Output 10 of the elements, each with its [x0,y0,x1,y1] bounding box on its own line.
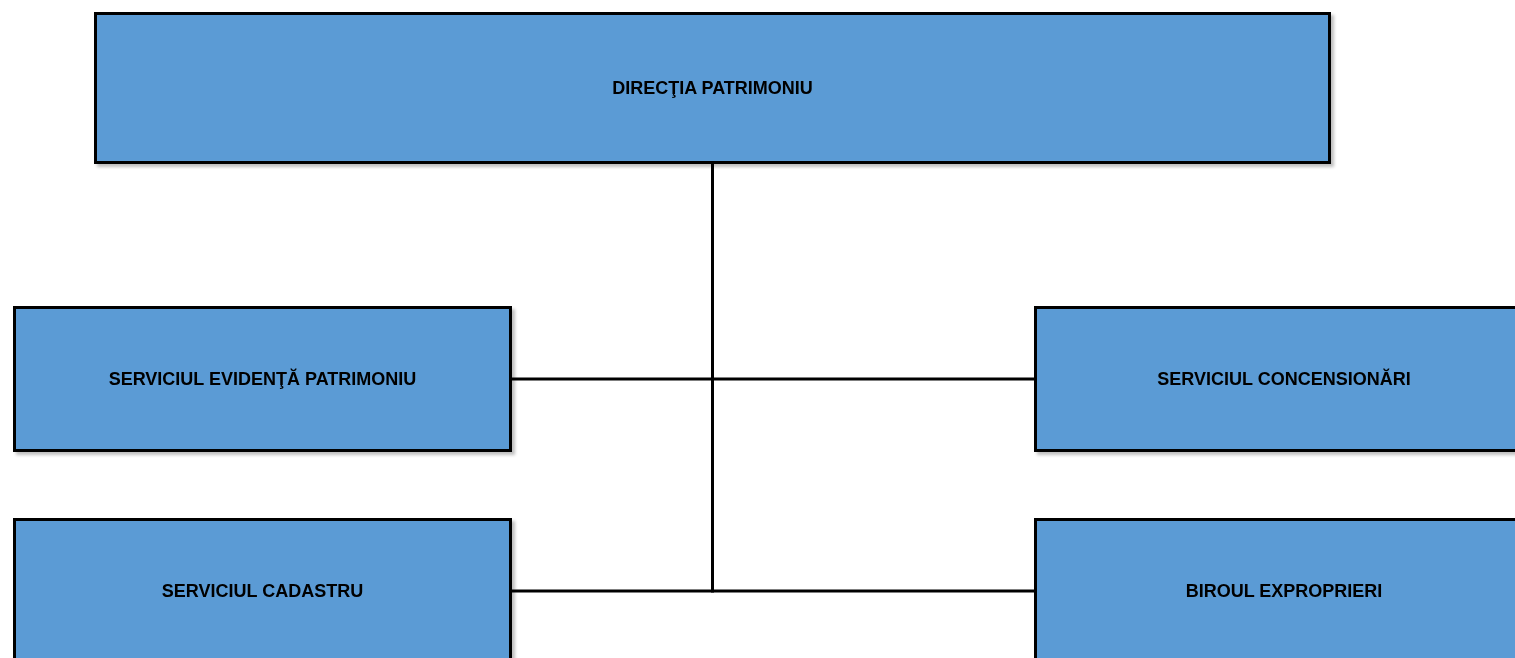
unit-name: BIROUL EXPROPRIERI [1185,580,1383,602]
org-box [1034,306,1515,452]
org-box [1034,518,1515,658]
unit-name: SERVICIUL EVIDENŢĂ PATRIMONIU [108,368,417,390]
unit-name: DIRECŢIA PATRIMONIU [612,77,813,99]
org-box [13,518,512,658]
unit-name: SERVICIUL CONCENSIONĂRI [1157,368,1411,390]
org-box [94,12,1331,164]
unit-name: SERVICIUL CADASTRU [161,580,364,602]
org-box [13,306,512,452]
